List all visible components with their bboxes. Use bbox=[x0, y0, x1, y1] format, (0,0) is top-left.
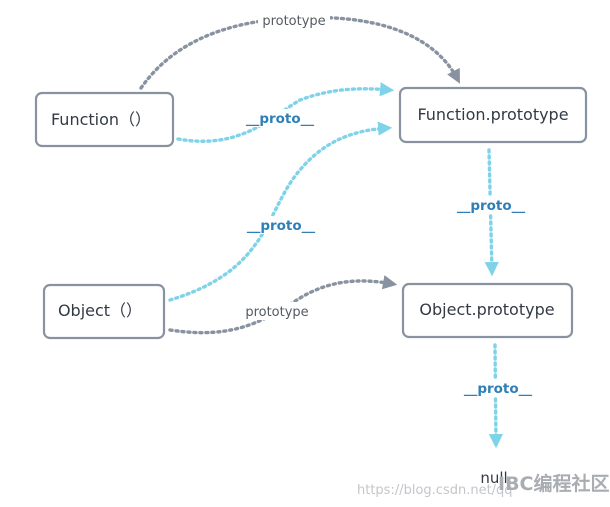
node-object-prototype: Object.prototype bbox=[401, 282, 574, 339]
node-function-prototype: Function.prototype bbox=[398, 86, 588, 144]
node-function-constructor: Function（） bbox=[34, 91, 175, 148]
watermark-url: https://blog.csdn.net/qq bbox=[357, 483, 513, 498]
edge-label-proto: __proto__ bbox=[246, 111, 315, 127]
node-label: Function（） bbox=[51, 110, 151, 129]
edge-label-prototype: prototype bbox=[245, 305, 308, 320]
node-label: Function.prototype bbox=[417, 105, 568, 124]
node-label: Object.prototype bbox=[419, 300, 554, 319]
edge-object-prototype bbox=[168, 275, 398, 335]
node-object-constructor: Object（） bbox=[42, 283, 166, 340]
node-label: Object（） bbox=[58, 301, 142, 320]
edge-label-prototype: prototype bbox=[262, 14, 325, 29]
watermark-brand: IBC编程社区 bbox=[498, 472, 610, 495]
edge-object-proto-to-function-prototype bbox=[168, 121, 393, 302]
edge-label-proto: __proto__ bbox=[247, 218, 316, 234]
edge-function-proto bbox=[176, 82, 395, 143]
edge-label-proto: __proto__ bbox=[464, 381, 533, 397]
node-null: null bbox=[480, 469, 507, 487]
edge-label-proto: __proto__ bbox=[457, 198, 526, 214]
